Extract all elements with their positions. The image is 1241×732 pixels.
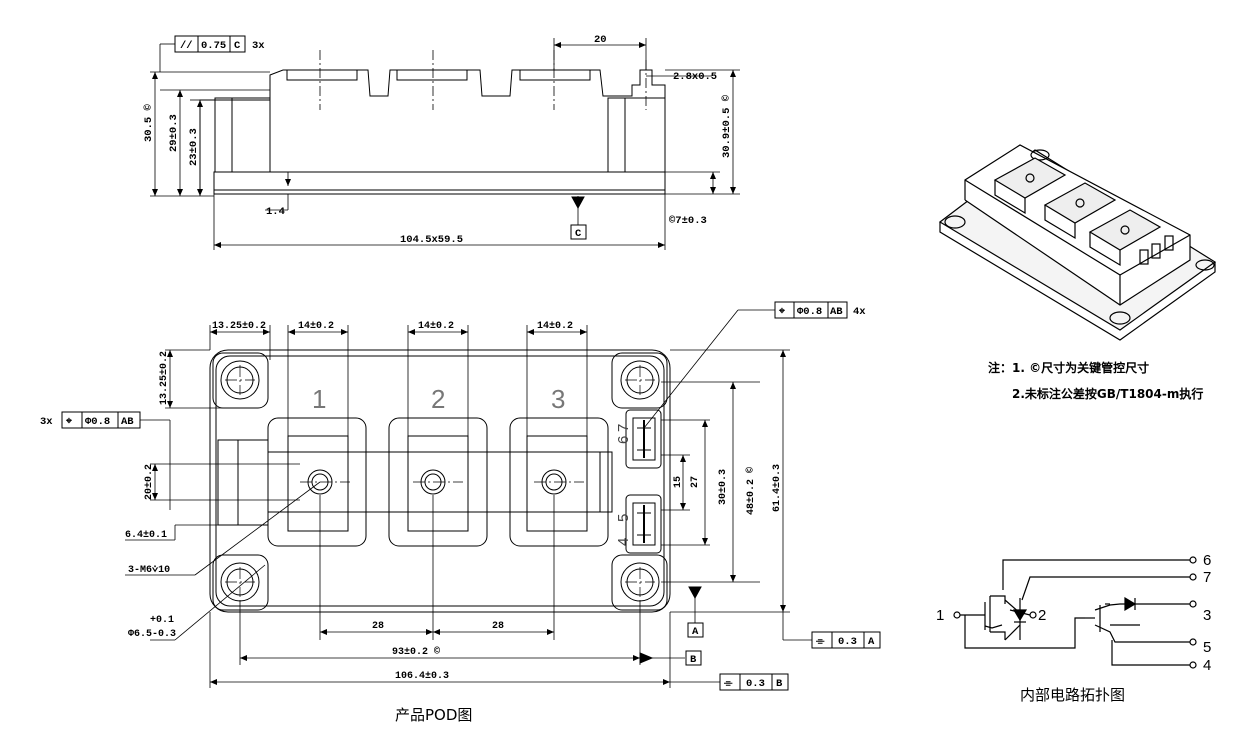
module-outline (209, 349, 671, 613)
pod-caption: 产品POD图 (395, 706, 472, 724)
dim-15: 15 (673, 476, 684, 488)
circuit-pin-6: 6 (1203, 552, 1211, 569)
tol-symmetry-b-symbol: ⌯ (724, 678, 733, 690)
tol-position-3x-count: 3x (40, 416, 53, 428)
mounting-hole-tl (212, 352, 269, 409)
dim-28-left: 28 (372, 621, 384, 632)
dim-20-side: 20 (594, 34, 607, 46)
side-view-labels: // 0.75 C 3x 20 2.8x0.5 30.5 © 29±0.3 23… (143, 34, 733, 246)
internal-circuit (953, 556, 1197, 669)
dim-48: 48±0.2 © (745, 467, 757, 515)
dim-30-9: 30.9±0.5 © (721, 94, 733, 158)
aux-pin-block-top (625, 409, 662, 469)
note-line-1: 注：1. ©尺寸为关键管控尺寸 (988, 360, 1149, 375)
pin-label-6: 6 (615, 436, 632, 444)
pin-label-4: 4 (615, 538, 632, 546)
tol-position-count: 4x (853, 306, 866, 318)
dim-14-terminal-1: 14±0.2 (298, 321, 334, 332)
dim-1-4: 1.4 (266, 206, 285, 218)
circuit-pin-2: 2 (1038, 607, 1046, 624)
dim-20-vertical: 20±0.2 (144, 464, 155, 500)
dim-104-5: 104.5x59.5 (400, 234, 463, 246)
notes: 注：1. ©尺寸为关键管控尺寸 2.未标注公差按GB/T1804-m执行 (988, 360, 1203, 401)
mounting-hole-br (611, 554, 668, 611)
tol-parallel-value: 0.75 (201, 40, 226, 52)
module-body (199, 69, 666, 192)
tol-position-symbol: ⌖ (778, 306, 786, 318)
tol-parallel-count: 3x (252, 40, 265, 52)
terminal-label-1: 1 (312, 384, 326, 414)
top-view-labels: 13.25±0.2 14±0.2 14±0.2 14±0.2 ⌖ Φ0.8 AB… (40, 306, 875, 724)
dim-27: 27 (690, 476, 701, 488)
dim-14-terminal-2: 14±0.2 (418, 321, 454, 332)
tol-position-3x-symbol: ⌖ (65, 416, 73, 428)
tol-position-3x-value: Φ0.8 (85, 416, 110, 428)
aux-pin-block-bottom (625, 494, 662, 554)
dim-6-5-tolerance: +0.1 (150, 615, 174, 626)
tol-symmetry-b-ref: B (776, 678, 783, 690)
terminal-label-2: 2 (431, 384, 445, 414)
module-3d-illustration (938, 144, 1217, 341)
dim-7: ©7±0.3 (669, 215, 707, 227)
dim-13-25-horizontal: 13.25±0.2 (212, 321, 266, 332)
top-view (61, 301, 881, 691)
tol-position-3x-ref: AB (121, 416, 134, 428)
terminal-housing-2 (388, 417, 488, 547)
tol-symmetry-a-symbol: ⌯ (816, 636, 825, 648)
pin-label-7: 7 (615, 424, 632, 432)
dim-23: 23±0.3 (188, 128, 200, 166)
dim-28-right: 28 (492, 621, 504, 632)
terminal-plate-3 (526, 435, 588, 532)
dim-14-terminal-3: 14±0.2 (537, 321, 573, 332)
terminal-label-3: 3 (551, 384, 565, 414)
tol-position-ref: AB (830, 306, 843, 318)
dim-6-5: Φ6.5-0.3 (128, 629, 176, 640)
dim-13-25-vertical: 13.25±0.2 (159, 351, 170, 405)
datum-c-label: C (575, 228, 582, 240)
mounting-hole-tr (611, 352, 668, 409)
circuit-pin-1: 1 (936, 607, 944, 624)
dim-m6-thread: 3-M6⩒10 (128, 565, 170, 576)
datum-a-label: A (692, 626, 699, 638)
dim-29: 29±0.3 (168, 114, 180, 152)
dim-106-4: 106.4±0.3 (395, 671, 449, 682)
tol-parallel-ref: C (234, 40, 241, 52)
pin-label-5: 5 (615, 514, 632, 522)
dim-93: 93±0.2 © (392, 646, 440, 658)
datum-b-label: B (690, 654, 697, 666)
circuit-pin-7: 7 (1203, 569, 1211, 586)
dim-30-5: 30.5 © (143, 103, 155, 142)
circuit-pin-4: 4 (1203, 657, 1211, 674)
terminal-housing-3 (509, 417, 609, 547)
terminal-housing-1 (267, 417, 367, 547)
tol-position-value: Φ0.8 (797, 306, 822, 318)
side-view (150, 35, 740, 250)
dim-6-4: 6.4±0.1 (125, 530, 167, 541)
circuit-labels: 1 2 3 4 5 6 7 内部电路拓扑图 (936, 552, 1211, 704)
circuit-pin-5: 5 (1203, 639, 1211, 656)
note-line-2: 2.未标注公差按GB/T1804-m执行 (1012, 386, 1203, 401)
tol-parallel-symbol: // (180, 40, 193, 52)
dim-61-4: 61.4±0.3 (772, 464, 783, 512)
circuit-caption: 内部电路拓扑图 (1020, 686, 1125, 704)
terminal-plate-2 (407, 435, 469, 532)
base-plate (213, 171, 666, 195)
dim-2-8x0-5: 2.8x0.5 (673, 71, 717, 83)
tol-symmetry-a-value: 0.3 (838, 636, 857, 648)
circuit-pin-3: 3 (1203, 607, 1211, 624)
circuit-wire-7 (1021, 576, 1190, 601)
terminal-plate-1 (287, 435, 349, 532)
dim-30: 30±0.3 (718, 469, 729, 505)
tol-symmetry-a-ref: A (868, 636, 875, 648)
tol-symmetry-b-value: 0.3 (746, 678, 765, 690)
circuit-wire-6 (1002, 559, 1190, 590)
